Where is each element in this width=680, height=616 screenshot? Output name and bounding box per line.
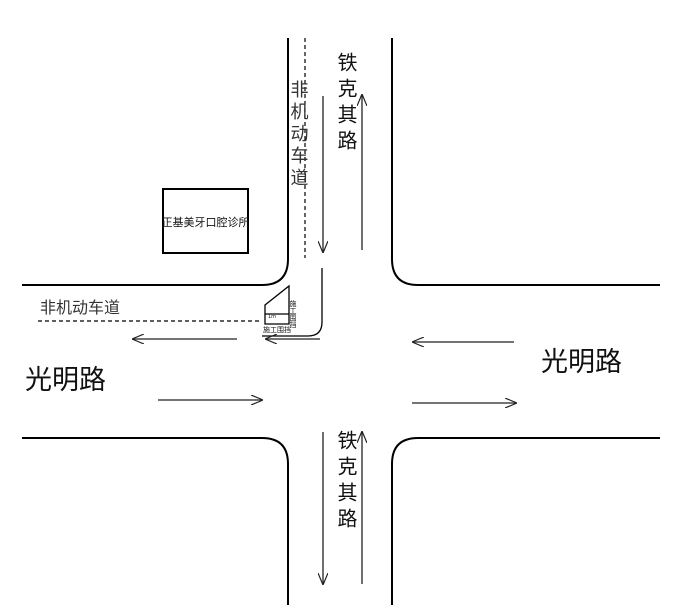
road-edge-top-left bbox=[22, 38, 289, 286]
road-label-vertical-bottom: 铁克其路 bbox=[334, 430, 358, 534]
non-motor-lane-label-horizontal: 非机动车道 bbox=[40, 298, 120, 317]
road-label-vertical-top: 铁克其路 bbox=[334, 52, 358, 156]
road-label-horizontal-left: 光明路 bbox=[25, 365, 106, 396]
road-edge-top-right bbox=[391, 38, 660, 286]
road-label-horizontal-right: 光明路 bbox=[541, 347, 622, 378]
construction-enclosure bbox=[262, 268, 323, 337]
non-motor-lane-label-vertical: 非机动车道 bbox=[288, 80, 309, 190]
road-edge-bottom-right bbox=[391, 437, 660, 605]
road-edge-bottom-left bbox=[22, 437, 289, 605]
traffic-arrows bbox=[133, 95, 516, 584]
construction-sign-2: 施工围挡 bbox=[263, 325, 291, 334]
road-edges bbox=[22, 38, 660, 605]
construction-small-mark: 1m bbox=[268, 314, 276, 320]
clinic-name: 正基美牙口腔诊所 bbox=[162, 215, 250, 229]
construction-sign-1: 施工围挡 bbox=[289, 299, 297, 329]
clinic-building bbox=[162, 188, 249, 254]
